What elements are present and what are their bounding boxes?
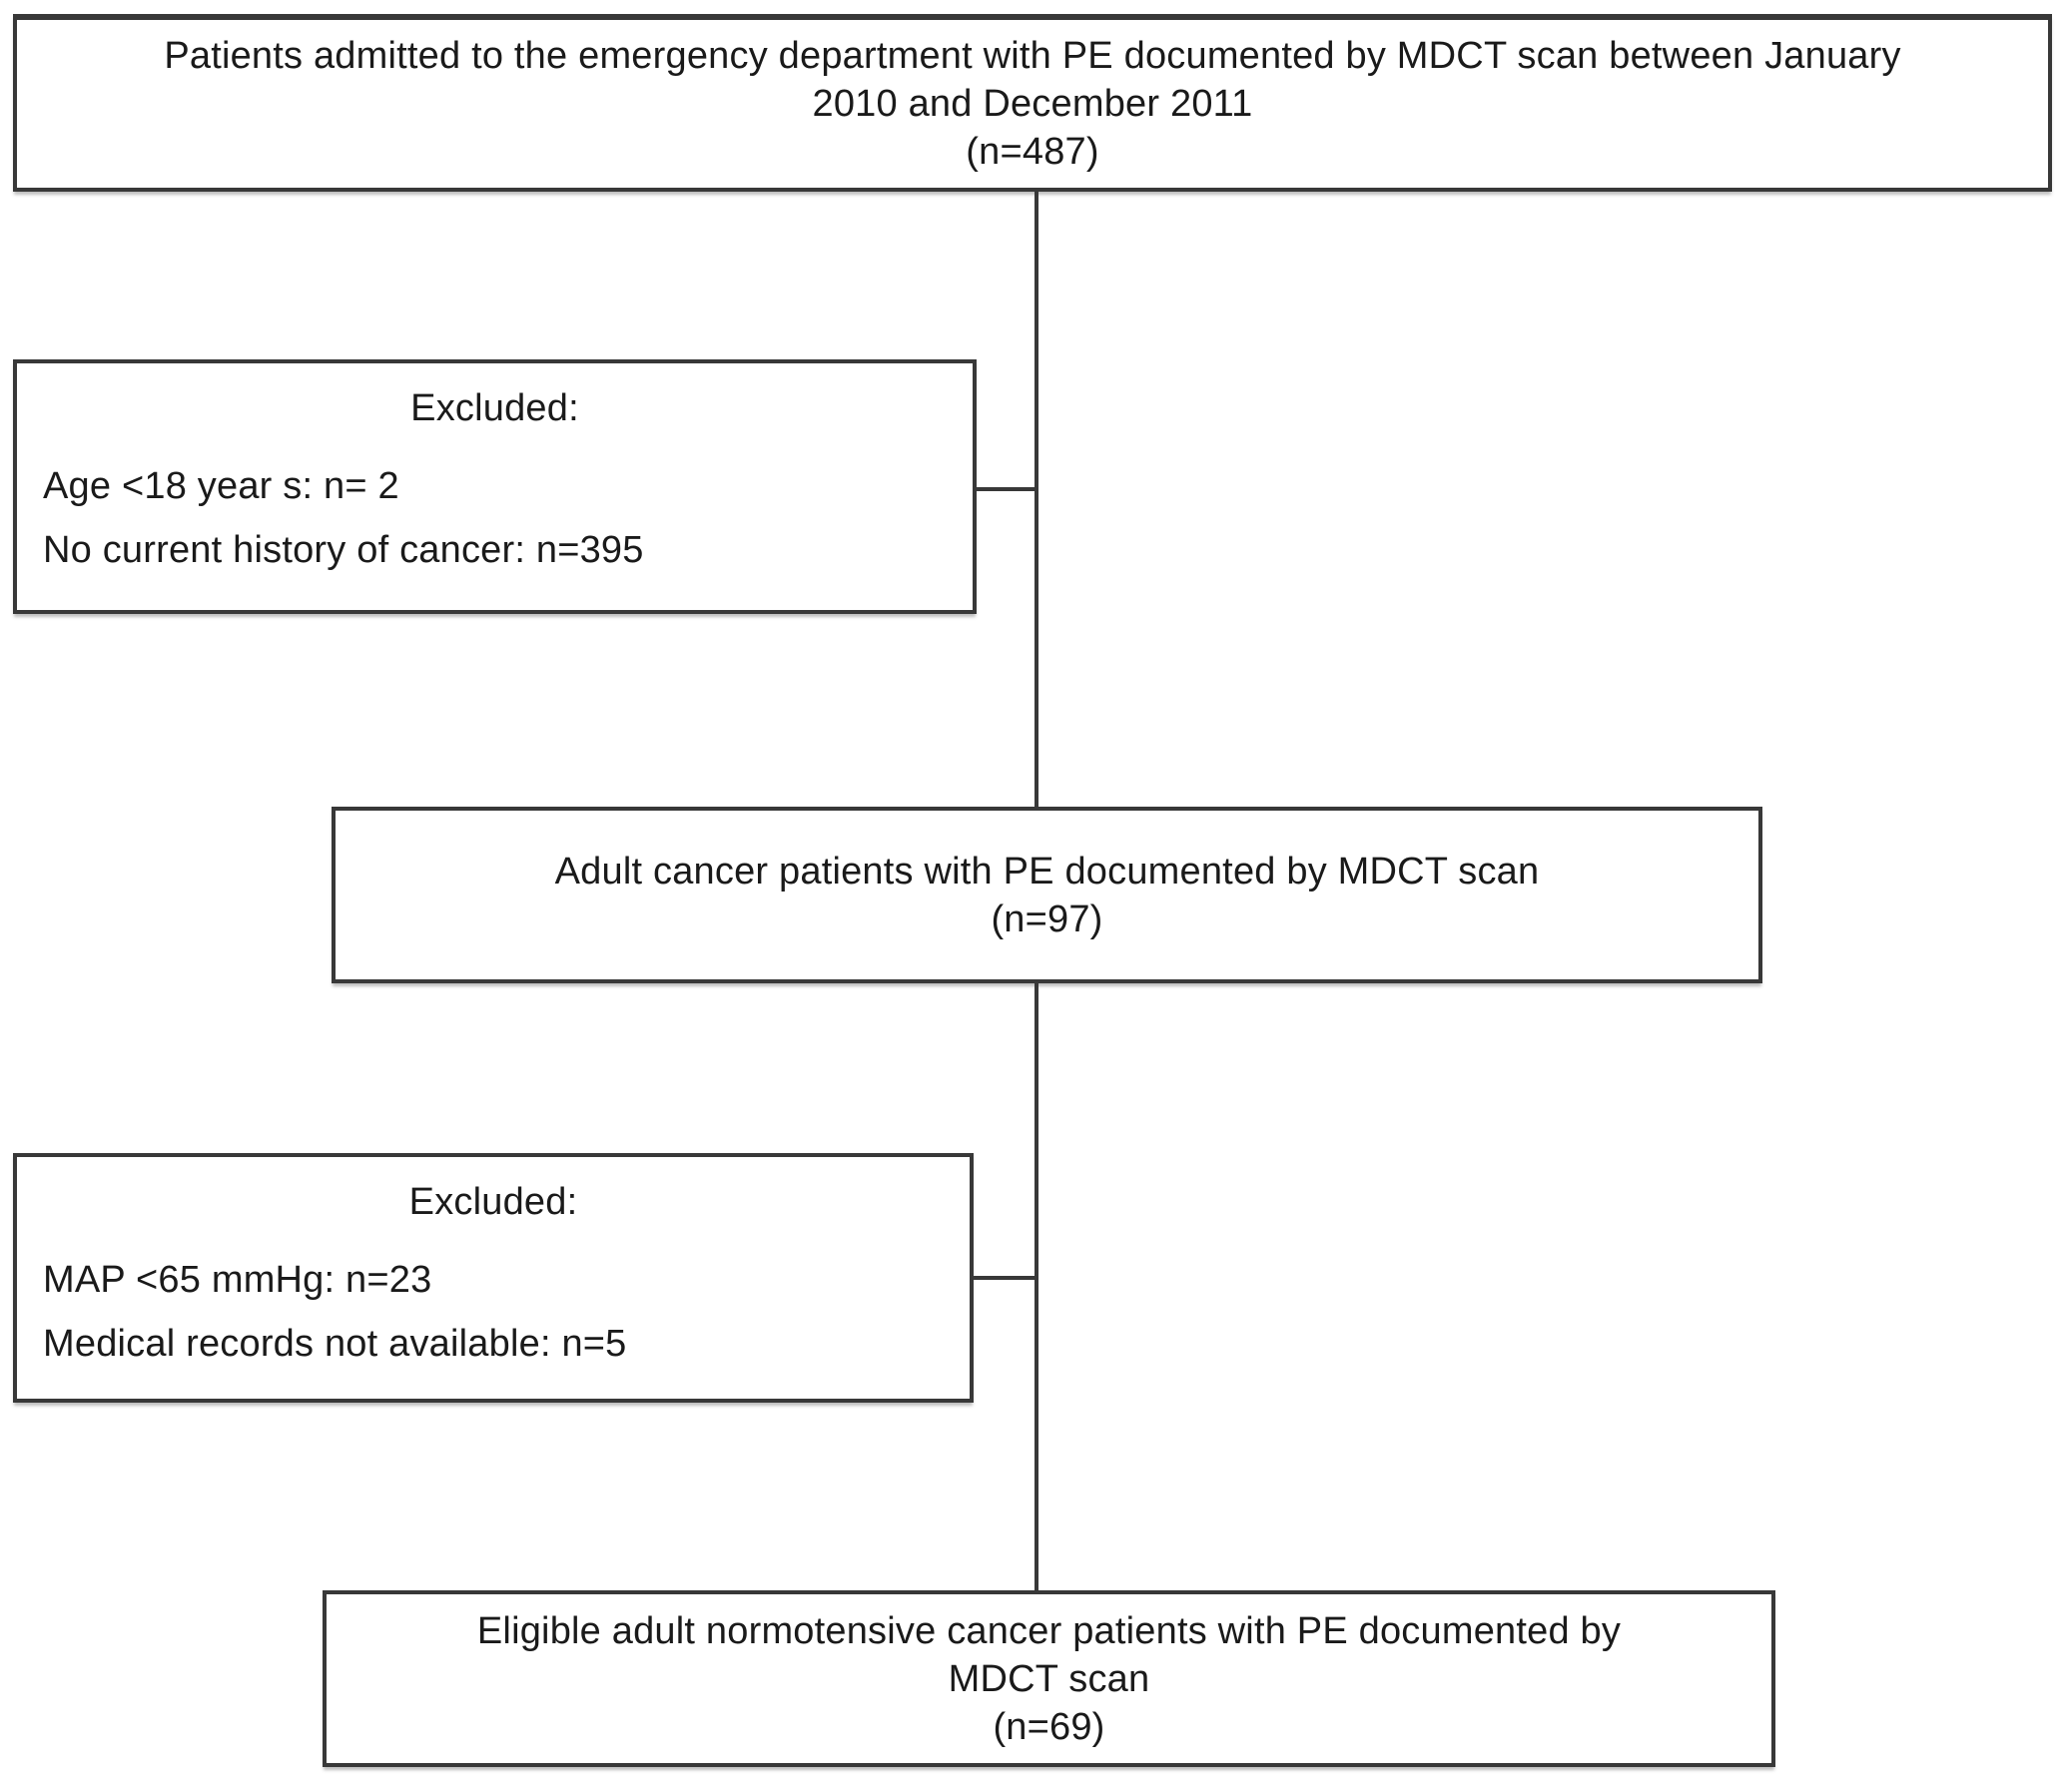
box-patients-admitted: Patients admitted to the emergency depar… — [13, 14, 2052, 192]
box-patients-admitted-line1: Patients admitted to the emergency depar… — [164, 35, 1901, 77]
connector-horizontal-excluded-1 — [977, 487, 1038, 491]
excluded-1-item-age: Age <18 year s: n= 2 — [43, 465, 399, 507]
excluded-2-item-map: MAP <65 mmHg: n=23 — [43, 1259, 432, 1301]
box-adult-cancer-patients: Adult cancer patients with PE documented… — [332, 807, 1762, 983]
excluded-1-heading: Excluded: — [410, 387, 579, 429]
connector-horizontal-excluded-2 — [974, 1276, 1038, 1280]
box-adult-cancer-patients-count: (n=97) — [991, 897, 1103, 940]
box-eligible-patients-count: (n=69) — [993, 1705, 1105, 1748]
excluded-1-item-no-cancer: No current history of cancer: n=395 — [43, 529, 644, 571]
connector-vertical-bottom — [1034, 983, 1038, 1590]
box-patients-admitted-count: (n=487) — [966, 131, 1099, 173]
box-excluded-2: Excluded: MAP <65 mmHg: n=23 Medical rec… — [13, 1153, 974, 1403]
excluded-2-item-records: Medical records not available: n=5 — [43, 1323, 627, 1365]
excluded-2-heading: Excluded: — [408, 1181, 578, 1223]
box-eligible-patients: Eligible adult normotensive cancer patie… — [323, 1590, 1775, 1767]
box-eligible-patients-line1: Eligible adult normotensive cancer patie… — [476, 1609, 1622, 1652]
box-eligible-patients-line2: MDCT scan — [948, 1657, 1150, 1700]
connector-vertical-top — [1034, 192, 1038, 807]
box-patients-admitted-line2: 2010 and December 2011 — [812, 83, 1253, 125]
box-adult-cancer-patients-line1: Adult cancer patients with PE documented… — [554, 850, 1540, 893]
box-excluded-1: Excluded: Age <18 year s: n= 2 No curren… — [13, 359, 977, 614]
